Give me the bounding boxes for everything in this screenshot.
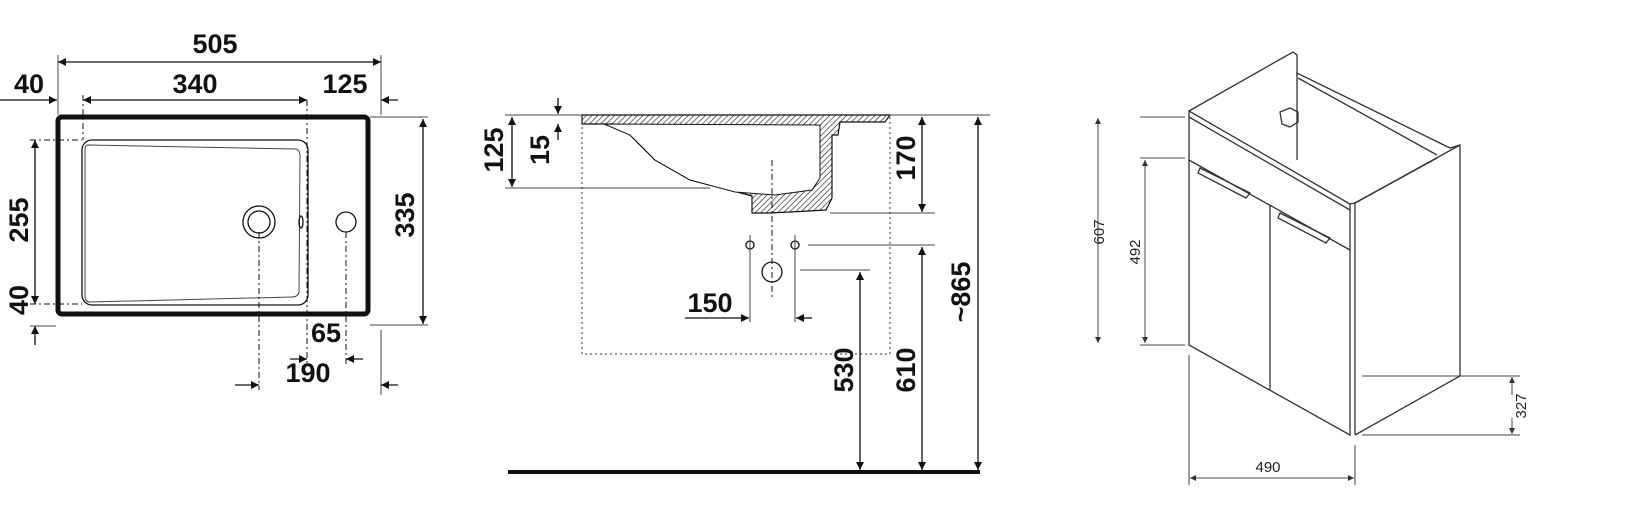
dim-front-margin: 40	[4, 285, 34, 315]
dim-bowl-depth: 255	[4, 197, 34, 242]
bowl-inner	[84, 144, 301, 303]
dim-waste-height: 610	[891, 347, 921, 392]
overflow-icon	[298, 215, 304, 229]
dim-supply-spacing: 150	[687, 288, 732, 318]
tap-hole-icon	[335, 211, 357, 233]
cabinet-view	[1095, 51, 1520, 485]
dim-drain-offset: 190	[285, 358, 330, 388]
door-handle-right	[1277, 212, 1332, 244]
dim-total-height: ~865	[946, 262, 976, 323]
mounting-bracket-icon	[1279, 107, 1299, 128]
dim-drain-height: 530	[829, 347, 859, 392]
dim-door-height: 492	[1127, 239, 1144, 264]
dim-rim-height: 125	[479, 127, 509, 172]
dim-left-margin: 40	[14, 69, 44, 99]
dim-rim-thickness: 15	[525, 135, 555, 165]
basin-outline	[55, 114, 371, 317]
cabinet-body	[1188, 115, 1351, 437]
dim-bowl-width: 340	[172, 69, 217, 99]
dim-overall-width: 505	[192, 29, 237, 59]
dim-right-deck: 125	[322, 69, 367, 99]
bowl-outline	[81, 139, 309, 306]
dim-cabinet-height: 607	[1091, 219, 1108, 244]
side-view: 125 15 170 ~865 610 530 150	[479, 98, 990, 474]
top-view: 505 40 340 125 335 255 40 65 190	[0, 29, 428, 395]
cabinet-outline-dotted	[581, 114, 891, 355]
dim-overall-depth: 335	[390, 192, 420, 237]
dim-cabinet-depth: 327	[1513, 393, 1530, 418]
dim-tap-offset: 65	[311, 318, 341, 348]
dim-basin-depth: 170	[891, 135, 921, 180]
waste-outlet-icon	[761, 261, 783, 283]
cabinet-side	[1354, 143, 1461, 436]
door-handle-left	[1197, 167, 1252, 199]
dim-cabinet-width: 490	[1255, 459, 1280, 476]
